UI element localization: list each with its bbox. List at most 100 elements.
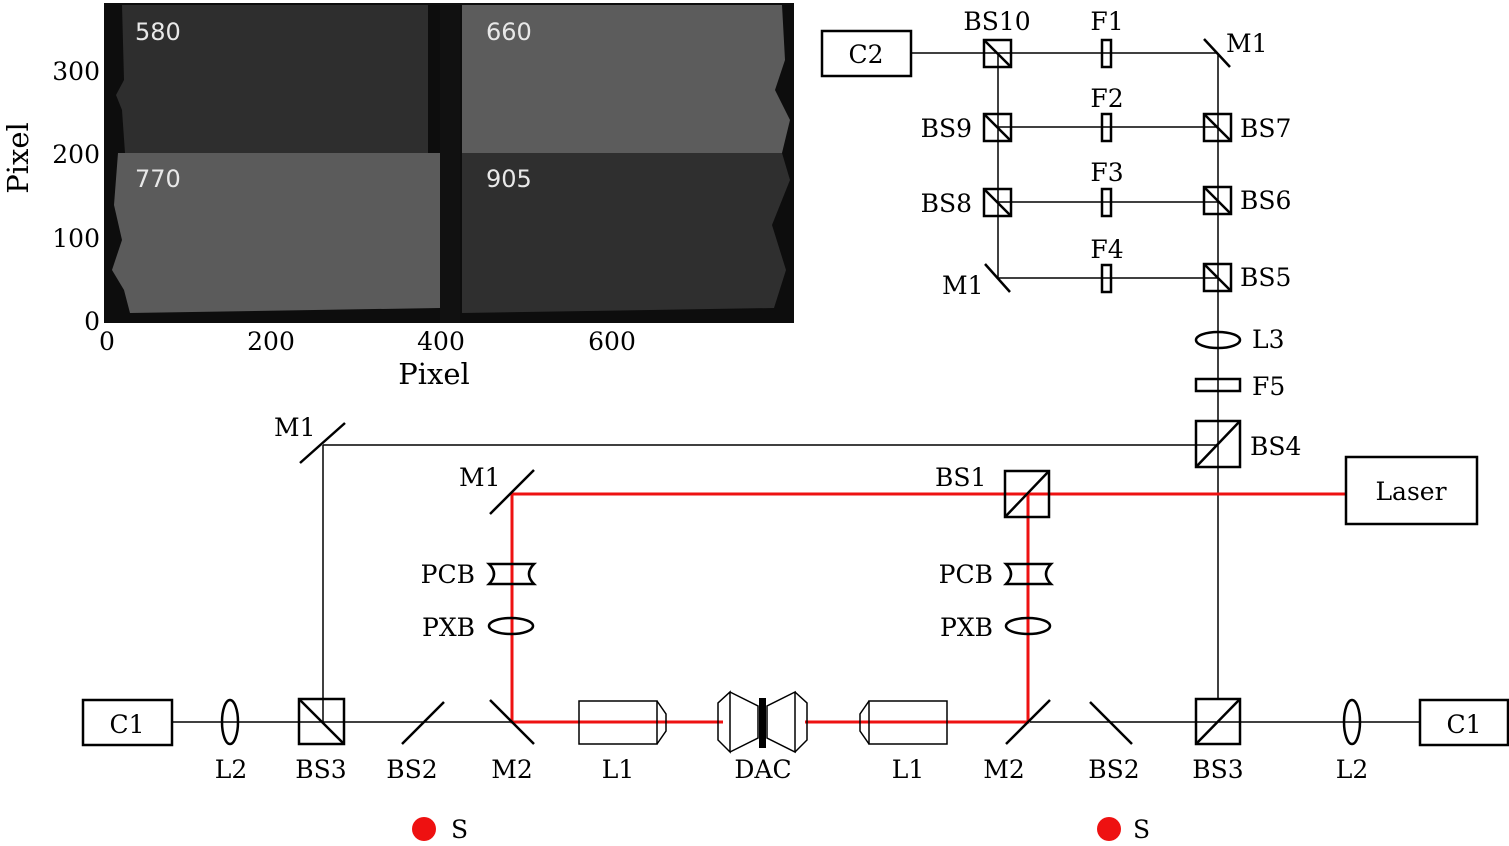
mirror-m1-inner — [489, 469, 535, 515]
y-tick-300: 300 — [52, 57, 100, 86]
label-c2: C2 — [848, 40, 883, 69]
lens-l2-left — [220, 698, 240, 746]
mirror-m1-left — [299, 422, 346, 464]
filter-f5 — [1194, 377, 1242, 393]
label-laser: Laser — [1375, 477, 1446, 506]
label-l2-right: L2 — [1336, 755, 1369, 784]
beamsplitter-bs3-left — [297, 697, 346, 746]
objective-l1-left — [578, 700, 667, 745]
label-f2: F2 — [1090, 84, 1123, 113]
x-tick-0: 0 — [99, 327, 115, 356]
beamsplitter-bs7 — [1202, 112, 1233, 143]
label-l2-left: L2 — [215, 755, 248, 784]
label-f4: F4 — [1090, 235, 1123, 264]
label-s-right: S — [1133, 815, 1150, 844]
x-axis-label: Pixel — [398, 357, 470, 391]
label-s-left: S — [451, 815, 468, 844]
mirror-m2-left — [489, 699, 535, 745]
mirror-m2-right — [1005, 699, 1051, 745]
label-pcb-right: PCB — [939, 560, 993, 589]
label-m2-left: M2 — [491, 755, 533, 784]
objective-l1-right — [859, 700, 948, 745]
lens-l2-right — [1342, 698, 1362, 746]
source-dot-left — [412, 817, 436, 841]
label-c1-left: C1 — [109, 710, 144, 739]
inset-image: 580 660 770 905 300 200 100 0 0 200 400 … — [1, 3, 794, 391]
label-l3: L3 — [1252, 325, 1285, 354]
label-m1-inner: M1 — [459, 463, 501, 492]
label-bs7: BS7 — [1240, 114, 1291, 143]
beamsplitter-bs6 — [1202, 185, 1233, 216]
diamond-anvil-cell — [717, 690, 808, 754]
beamsplitter-bs9 — [982, 112, 1013, 143]
label-bs9: BS9 — [921, 114, 972, 143]
label-bs6: BS6 — [1240, 186, 1291, 215]
source-dot-right — [1097, 817, 1121, 841]
x-tick-400: 400 — [417, 327, 465, 356]
label-bs3-right: BS3 — [1192, 755, 1243, 784]
label-bs1: BS1 — [935, 463, 986, 492]
filter-f4 — [1100, 263, 1113, 294]
concave-lens-pcb-left — [485, 562, 538, 586]
label-m1-top: M1 — [1226, 29, 1268, 58]
label-f5: F5 — [1252, 372, 1285, 401]
main-setup: M1 BS4 M1 BS1 Laser PCB PXB PCB PXB — [81, 413, 1509, 844]
beamsplitter-bs3-right — [1194, 697, 1242, 746]
label-bs4: BS4 — [1250, 432, 1301, 461]
label-f3: F3 — [1090, 158, 1123, 187]
y-axis-label: Pixel — [1, 122, 35, 194]
mirror-m1-top — [1203, 38, 1231, 68]
label-bs5: BS5 — [1240, 263, 1291, 292]
label-m1-mid: M1 — [942, 271, 984, 300]
laser-beam-right — [805, 494, 1030, 724]
label-bs2-left: BS2 — [386, 755, 437, 784]
label-m1-left: M1 — [274, 413, 316, 442]
panel-label-660: 660 — [486, 18, 532, 46]
label-l1-left: L1 — [602, 755, 635, 784]
label-bs3-left: BS3 — [295, 755, 346, 784]
filter-interferometer: C2 BS10 F1 M1 BS9 F2 BS7 BS8 — [820, 7, 1291, 700]
filter-f1 — [1100, 38, 1113, 69]
x-tick-200: 200 — [247, 327, 295, 356]
panel-770 — [112, 153, 440, 313]
beamsplitter-bs4 — [1194, 419, 1242, 469]
label-pcb-left: PCB — [421, 560, 475, 589]
beamsplitter-bs5 — [1202, 262, 1233, 293]
panel-580 — [116, 5, 428, 153]
y-tick-0: 0 — [84, 307, 100, 336]
beamsplitter-bs8 — [982, 187, 1013, 218]
label-l1-right: L1 — [892, 755, 925, 784]
label-pxb-right: PXB — [940, 613, 993, 642]
label-m2-right: M2 — [983, 755, 1025, 784]
concave-lens-pcb-right — [1002, 562, 1055, 586]
convex-lens-pxb-right — [1004, 616, 1052, 636]
filter-f2 — [1100, 112, 1113, 143]
y-tick-200: 200 — [52, 140, 100, 169]
label-bs8: BS8 — [921, 189, 972, 218]
label-bs10: BS10 — [963, 7, 1030, 36]
label-f1: F1 — [1090, 7, 1123, 36]
mirror-m1-mid — [984, 263, 1011, 293]
panel-905 — [462, 153, 790, 313]
beamsplitter-bs1 — [1003, 469, 1051, 519]
y-tick-100: 100 — [52, 224, 100, 253]
panel-label-905: 905 — [486, 165, 532, 193]
camera-c1-right — [1418, 698, 1509, 747]
panel-660 — [462, 5, 790, 153]
beamsplitter-bs2-right — [1089, 701, 1133, 745]
label-bs2-right: BS2 — [1088, 755, 1139, 784]
lens-l3 — [1194, 330, 1242, 350]
label-c1-right: C1 — [1446, 710, 1481, 739]
camera-c1-left — [81, 698, 174, 747]
filter-f3 — [1100, 187, 1113, 218]
x-tick-600: 600 — [588, 327, 636, 356]
label-dac: DAC — [734, 755, 791, 784]
panel-label-580: 580 — [135, 18, 181, 46]
laser-beam-left — [510, 492, 1346, 724]
camera-c2 — [820, 29, 913, 78]
beamsplitter-bs10 — [982, 38, 1013, 69]
beamsplitter-bs2-left — [401, 701, 445, 745]
label-pxb-left: PXB — [422, 613, 475, 642]
panel-label-770: 770 — [135, 165, 181, 193]
